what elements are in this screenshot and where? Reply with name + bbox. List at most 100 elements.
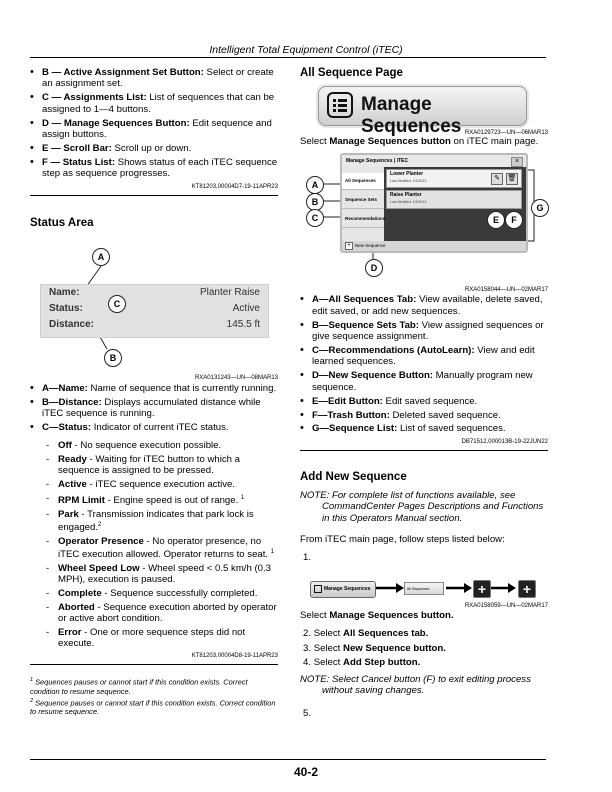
header-rule [30,57,546,58]
page-header: Intelligent Total Equipment Control (iTE… [209,44,403,56]
status-value-item: Complete - Sequence successfully complet… [46,588,278,599]
step-number: 5. [303,708,312,720]
footer-rule [30,759,546,760]
status-field-item: B—Distance: Displays accumulated distanc… [30,397,278,420]
reference-code: DB71512,000013B-19-22JUN22 [461,438,548,445]
plus-button[interactable]: + [473,579,491,598]
callout-e: E [487,211,505,230]
status-value-item: Park - Transmission indicates that park … [46,509,278,534]
flow-figure: Manage Sequences All Sequences + + [300,578,548,600]
manage-sequences-button[interactable]: Manage Sequences [310,580,376,598]
status-value-item: Wheel Speed Low - Wheel speed < 0.5 km/h… [46,563,278,585]
all-sequences-tab[interactable]: All Sequences [404,581,444,595]
tab-legend-item: B—Sequence Sets Tab: View assigned seque… [300,320,548,343]
screen-tab[interactable]: All Sequences [342,173,384,191]
steps-list: 2. Select All Sequences tab. 3. Select Ne… [300,628,548,668]
trash-icon[interactable]: 🗑 [506,173,518,186]
status-field-item: C—Status: Indicator of current iTEC stat… [30,422,278,434]
right-column: All Sequence Page Manage Sequences RXA01… [300,67,549,720]
list-icon [327,92,353,118]
status-row-value: 145.5 ft [226,318,260,330]
note: NOTE: Select Cancel button (F) to exit e… [300,673,531,696]
legend-list: B — Active Assignment Set Button: Select… [30,67,278,180]
status-value-item: Ready - Waiting for iTEC button to which… [46,454,278,476]
status-row: Distance: 145.5 ft [41,317,268,333]
figure-caption: RXA0131243—UN—08MAR13 [194,374,278,381]
status-value-item: RPM Limit - Engine speed is out of range… [46,493,278,506]
legend-item: F — Status List: Shows status of each iT… [30,157,278,180]
edit-icon[interactable]: ✎ [491,173,503,186]
footnote: 1 Sequences pauses or cannot start if th… [30,677,248,696]
callout-c: C [306,209,324,228]
sequence-name: Lower Planter [390,171,424,178]
callout-b: B [104,348,122,367]
status-row-label: Distance: [49,318,95,330]
sequence-name: Raise Planter [390,192,422,199]
status-field-item: A—Name: Name of sequence that is current… [30,383,278,395]
footnote: 2 Sequence pauses or cannot start if thi… [30,697,276,717]
status-value-item: Active - iTEC sequence execution active. [46,479,278,490]
step-number: 1. [303,551,312,563]
status-area-heading: Status Area [30,216,94,229]
manage-sequences-figure: Manage Sequences [300,86,548,137]
sequence-modified: Last Modified: 1/5/2013 [390,200,427,205]
status-row-value: Active [232,302,260,314]
tab-legend-item: F—Trash Button: Deleted saved sequence. [300,410,548,422]
status-field-list: A—Name: Name of sequence that is current… [30,383,278,434]
figure-caption: RXA0158044—UN—02MAR17 [464,287,548,294]
figure-caption: RXA0158059—UN—02MAR17 [464,602,548,609]
section-divider [30,664,278,666]
all-sequence-heading: All Sequence Page [300,67,403,79]
screen-tab[interactable]: Sequence Sets [342,192,384,210]
screen-tab[interactable]: Recommendations [342,211,385,229]
status-row: Name:Planter Raise [41,285,268,301]
manage-sequences-label: Manage Sequences [361,94,462,137]
callout-g: G [531,199,549,218]
callout-a: A [92,247,110,266]
flow-arrows [376,582,516,593]
list-icon [314,584,322,593]
manage-sequences-button[interactable]: Manage Sequences [318,86,527,137]
tab-legend-item: G—Sequence List: List of saved sequences… [300,423,548,435]
status-value-item: Operator Presence - No operator presence… [46,536,278,561]
status-row: Status: Active [41,301,268,317]
select-manage-text: Select Manage Sequences button on iTEC m… [300,136,539,147]
sequence-modified: Last Modified: 1/5/2013 [390,179,427,184]
figure-caption: RXA0129723—UN—06MAR13 [464,130,548,136]
status-values-list: Off - No sequence execution possible.Rea… [30,440,278,649]
step-item: 3. Select New Sequence button. [303,642,446,654]
callout-c: C [108,294,126,313]
instructions-intro: From iTEC main page, follow steps listed… [300,534,505,546]
add-step-button[interactable]: + [518,579,536,598]
tab-legend-item: E—Edit Button: Edit saved sequence. [300,396,548,408]
reference-code: KT81203,00004D7-19-11APR23 [191,183,278,190]
new-sequence-button[interactable]: +New Sequence [342,241,526,252]
select-manage-text: Select Manage Sequences button. [300,609,454,621]
note: NOTE: For complete list of functions ava… [300,489,544,524]
tab-legend-item: D—New Sequence Button: Manually program … [300,370,548,393]
reference-code: KT81203,00004D8-19-11APR23 [191,653,278,660]
tab-legend-item: A—All Sequences Tab: View available, del… [300,294,548,317]
status-row-value: Planter Raise [199,286,260,298]
tab-legend-item: C—Recommendations (AutoLearn): View and … [300,345,548,368]
left-column: B — Active Assignment Set Button: Select… [30,67,278,717]
callout-f: F [505,211,523,230]
close-button[interactable]: × [511,157,523,168]
legend-item: D — Manage Sequences Button: Edit sequen… [30,118,278,141]
legend-item: B — Active Assignment Set Button: Select… [30,67,278,90]
add-new-sequence-heading: Add New Sequence [300,470,407,483]
callout-d: D [365,259,383,278]
legend-item: C — Assignments List: List of sequences … [30,92,278,115]
tab-legend-list: A—All Sequences Tab: View available, del… [300,294,548,435]
status-row-label: Status: [49,302,83,314]
step-item: 2. Select All Sequences tab. [303,628,429,640]
